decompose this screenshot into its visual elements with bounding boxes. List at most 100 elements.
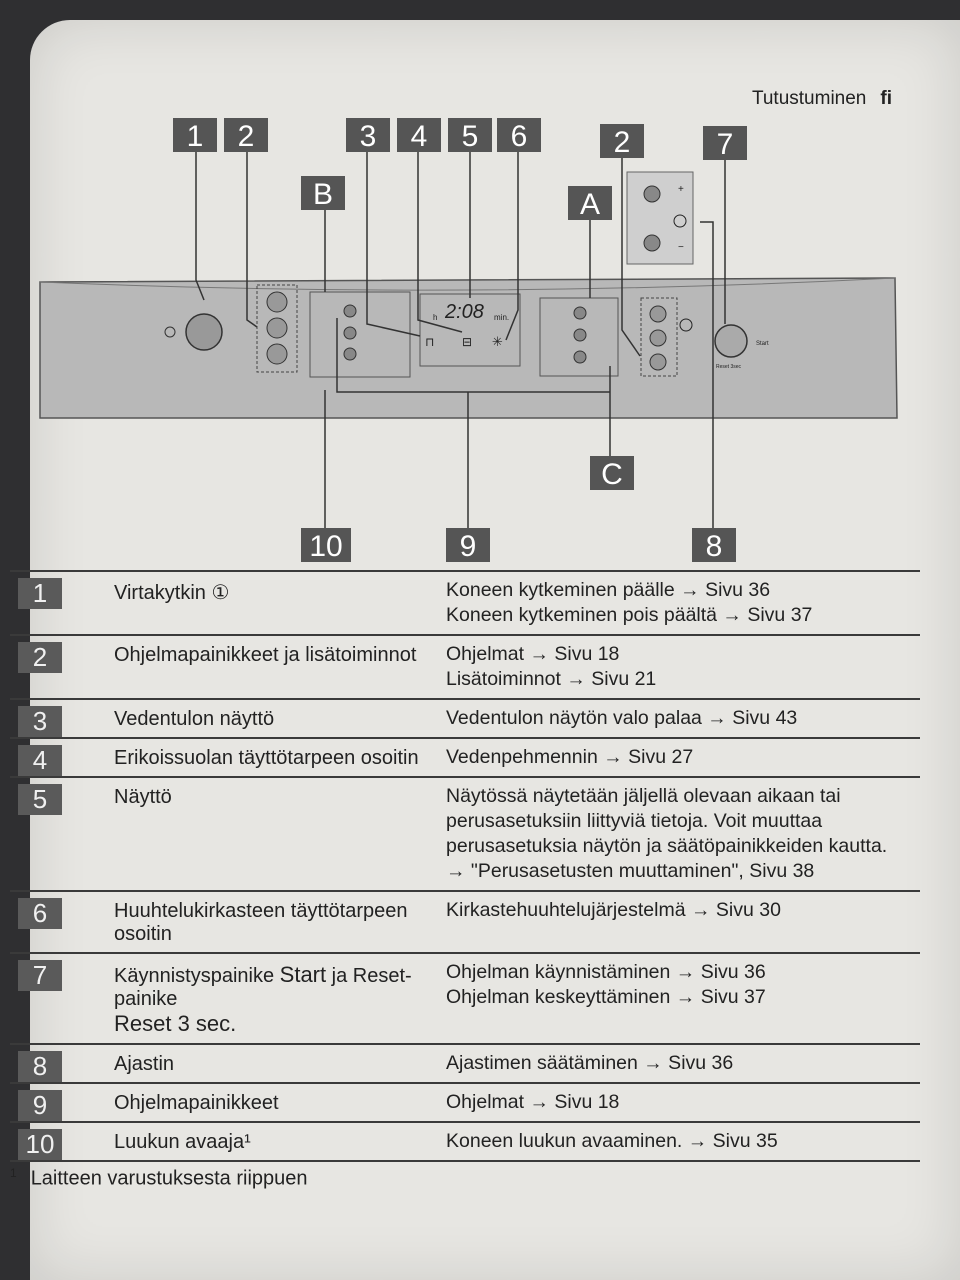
option-button-1 bbox=[343, 304, 357, 318]
section-title: Tutustuminen bbox=[751, 88, 867, 109]
callout-A: A bbox=[580, 188, 600, 221]
timer-clock-icon bbox=[679, 318, 693, 332]
component-refs: Kirkastehuuhtelujärjestelmä → Sivu 30 bbox=[432, 892, 920, 952]
table-row: 6 Huuhtelukirkasteen täyttötarpeen osoit… bbox=[10, 890, 920, 952]
callout-1: 1 bbox=[187, 120, 204, 153]
callout-5: 5 bbox=[462, 120, 479, 153]
ref-line: Koneen luukun avaaminen. → Sivu 35 bbox=[446, 1130, 778, 1152]
ref-line: Koneen kytkeminen päälle → Sivu 36 bbox=[446, 579, 771, 601]
table-row: 2 Ohjelmapainikkeet ja lisätoiminnot Ohj… bbox=[10, 634, 920, 698]
footnote-mark: 1 bbox=[10, 1166, 17, 1180]
name-part: ja Reset-painike bbox=[114, 965, 412, 1010]
timer-minus-button bbox=[649, 353, 667, 371]
display-min: min. bbox=[494, 313, 509, 322]
callout-7: 7 bbox=[717, 128, 734, 161]
callout-9: 9 bbox=[460, 530, 477, 563]
row-number: 3 bbox=[18, 706, 62, 737]
table-row: 7 Käynnistyspainike Start ja Reset-paini… bbox=[10, 952, 920, 1043]
power-button bbox=[185, 313, 223, 351]
program-button-3 bbox=[266, 343, 288, 365]
control-panel-diagram: + − 2:08 h min. ⊓ ⊟ ✳ Start Reset 3sec bbox=[39, 118, 898, 563]
component-refs: Koneen kytkeminen päälle → Sivu 36 Konee… bbox=[432, 572, 920, 634]
callout-C: C bbox=[601, 458, 623, 491]
ref-line: perusasetuksia näytön ja säätöpainikkeid… bbox=[446, 835, 888, 857]
ref-line: Koneen kytkeminen pois päältä → Sivu 37 bbox=[446, 604, 813, 626]
rinse-aid-icon: ✳ bbox=[492, 335, 503, 350]
component-name: Ohjelmapainikkeet bbox=[114, 1092, 279, 1114]
name-part: Käynnistyspainike bbox=[114, 965, 280, 987]
inset-plus-button bbox=[643, 185, 661, 203]
component-name: Erikoissuolan täyttötarpeen osoitin bbox=[114, 747, 419, 769]
panel-curve bbox=[39, 277, 896, 291]
reset-word: Reset 3 sec. bbox=[114, 1011, 237, 1036]
callout-B: B bbox=[313, 178, 333, 211]
component-refs: Ohjelman käynnistäminen → Sivu 36 Ohjelm… bbox=[432, 954, 920, 1043]
component-refs: Koneen luukun avaaminen. → Sivu 35 bbox=[432, 1123, 920, 1160]
inset-clock-icon bbox=[673, 214, 687, 228]
component-refs: Ohjelmat → Sivu 18 bbox=[432, 1084, 920, 1121]
row-number: 5 bbox=[18, 784, 62, 815]
ref-line: Kirkastehuuhtelujärjestelmä → Sivu 30 bbox=[446, 899, 781, 921]
ref-line: Lisätoiminnot → Sivu 21 bbox=[446, 668, 657, 690]
ref-line: Näytössä näytetään jäljellä olevaan aika… bbox=[446, 785, 841, 807]
right-option-section bbox=[539, 297, 619, 377]
salt-icon: ⊟ bbox=[462, 335, 472, 349]
row-number: 7 bbox=[18, 960, 62, 991]
ref-line: Ohjelman keskeyttäminen → Sivu 37 bbox=[446, 986, 766, 1008]
callout-4: 4 bbox=[411, 120, 428, 153]
option-button-2 bbox=[343, 326, 357, 340]
page-header: Tutustuminen fi bbox=[752, 88, 892, 110]
leader-lines bbox=[195, 150, 726, 530]
inset-plus-sign: + bbox=[678, 184, 684, 195]
table-row: 10 Luukun avaaja¹ Koneen luukun avaamine… bbox=[10, 1121, 920, 1162]
component-refs: Ajastimen säätäminen → Sivu 36 bbox=[432, 1045, 920, 1082]
row-number: 9 bbox=[18, 1090, 62, 1121]
component-refs: Vedentulon näytön valo palaa → Sivu 43 bbox=[432, 700, 920, 737]
component-refs: Vedenpehmennin → Sivu 27 bbox=[432, 739, 920, 776]
component-name: Virtakytkin ① bbox=[114, 582, 230, 604]
callout-3: 3 bbox=[360, 120, 377, 153]
row-number: 10 bbox=[18, 1129, 62, 1160]
row-number: 2 bbox=[18, 642, 62, 673]
table-row: 4 Erikoissuolan täyttötarpeen osoitin Ve… bbox=[10, 737, 920, 776]
ref-line: → "Perusasetusten muuttaminen", Sivu 38 bbox=[446, 860, 815, 882]
language-code: fi bbox=[880, 88, 892, 109]
table-row: 9 Ohjelmapainikkeet Ohjelmat → Sivu 18 bbox=[10, 1082, 920, 1121]
timer-plus-button bbox=[649, 305, 667, 323]
callout-2b: 2 bbox=[614, 126, 631, 159]
inset-minus-button bbox=[643, 234, 661, 252]
program-button-group bbox=[256, 284, 298, 373]
row-number: 8 bbox=[18, 1051, 62, 1082]
power-icon bbox=[164, 326, 176, 338]
display-time: 2:08 bbox=[444, 301, 484, 323]
top-callouts: 1 2 3 4 5 6 2 7 B A C 10 9 8 bbox=[173, 118, 747, 563]
row-number: 4 bbox=[18, 745, 62, 776]
option-button-3 bbox=[343, 347, 357, 361]
ref-line: Ohjelmat → Sivu 18 bbox=[446, 1091, 620, 1113]
callout-10: 10 bbox=[309, 530, 342, 563]
ref-line: Vedenpehmennin → Sivu 27 bbox=[446, 746, 694, 768]
component-refs: Ohjelmat → Sivu 18 Lisätoiminnot → Sivu … bbox=[432, 636, 920, 698]
ref-line: perusasetuksiin liittyviä tietoja. Voit … bbox=[446, 810, 823, 832]
table-row: 8 Ajastin Ajastimen säätäminen → Sivu 36 bbox=[10, 1043, 920, 1082]
ref-line: Vedentulon näytön valo palaa → Sivu 43 bbox=[446, 707, 798, 729]
table-row: 1 Virtakytkin ① Koneen kytkeminen päälle… bbox=[10, 570, 920, 634]
manual-page bbox=[30, 20, 960, 1280]
table-row: 3 Vedentulon näyttö Vedentulon näytön va… bbox=[10, 698, 920, 737]
water-supply-icon: ⊓ bbox=[425, 335, 434, 349]
callout-2: 2 bbox=[238, 120, 255, 153]
timer-button-group bbox=[640, 297, 678, 377]
panel-body bbox=[39, 277, 898, 419]
row-number: 6 bbox=[18, 898, 62, 929]
component-table: 1 Virtakytkin ① Koneen kytkeminen päälle… bbox=[10, 570, 920, 1162]
component-name: Luukun avaaja¹ bbox=[114, 1131, 251, 1153]
component-name: Vedentulon näyttö bbox=[114, 708, 275, 730]
component-name: Näyttö bbox=[114, 786, 172, 808]
program-button-2 bbox=[266, 317, 288, 339]
ref-line: Ohjelmat → Sivu 18 bbox=[446, 643, 620, 665]
ref-line: Ohjelman käynnistäminen → Sivu 36 bbox=[446, 961, 766, 983]
right-option-button-2 bbox=[573, 328, 587, 342]
component-name: Ohjelmapainikkeet ja lisätoiminnot bbox=[114, 644, 417, 666]
component-name: Käynnistyspainike Start ja Reset-painike… bbox=[62, 954, 432, 1043]
